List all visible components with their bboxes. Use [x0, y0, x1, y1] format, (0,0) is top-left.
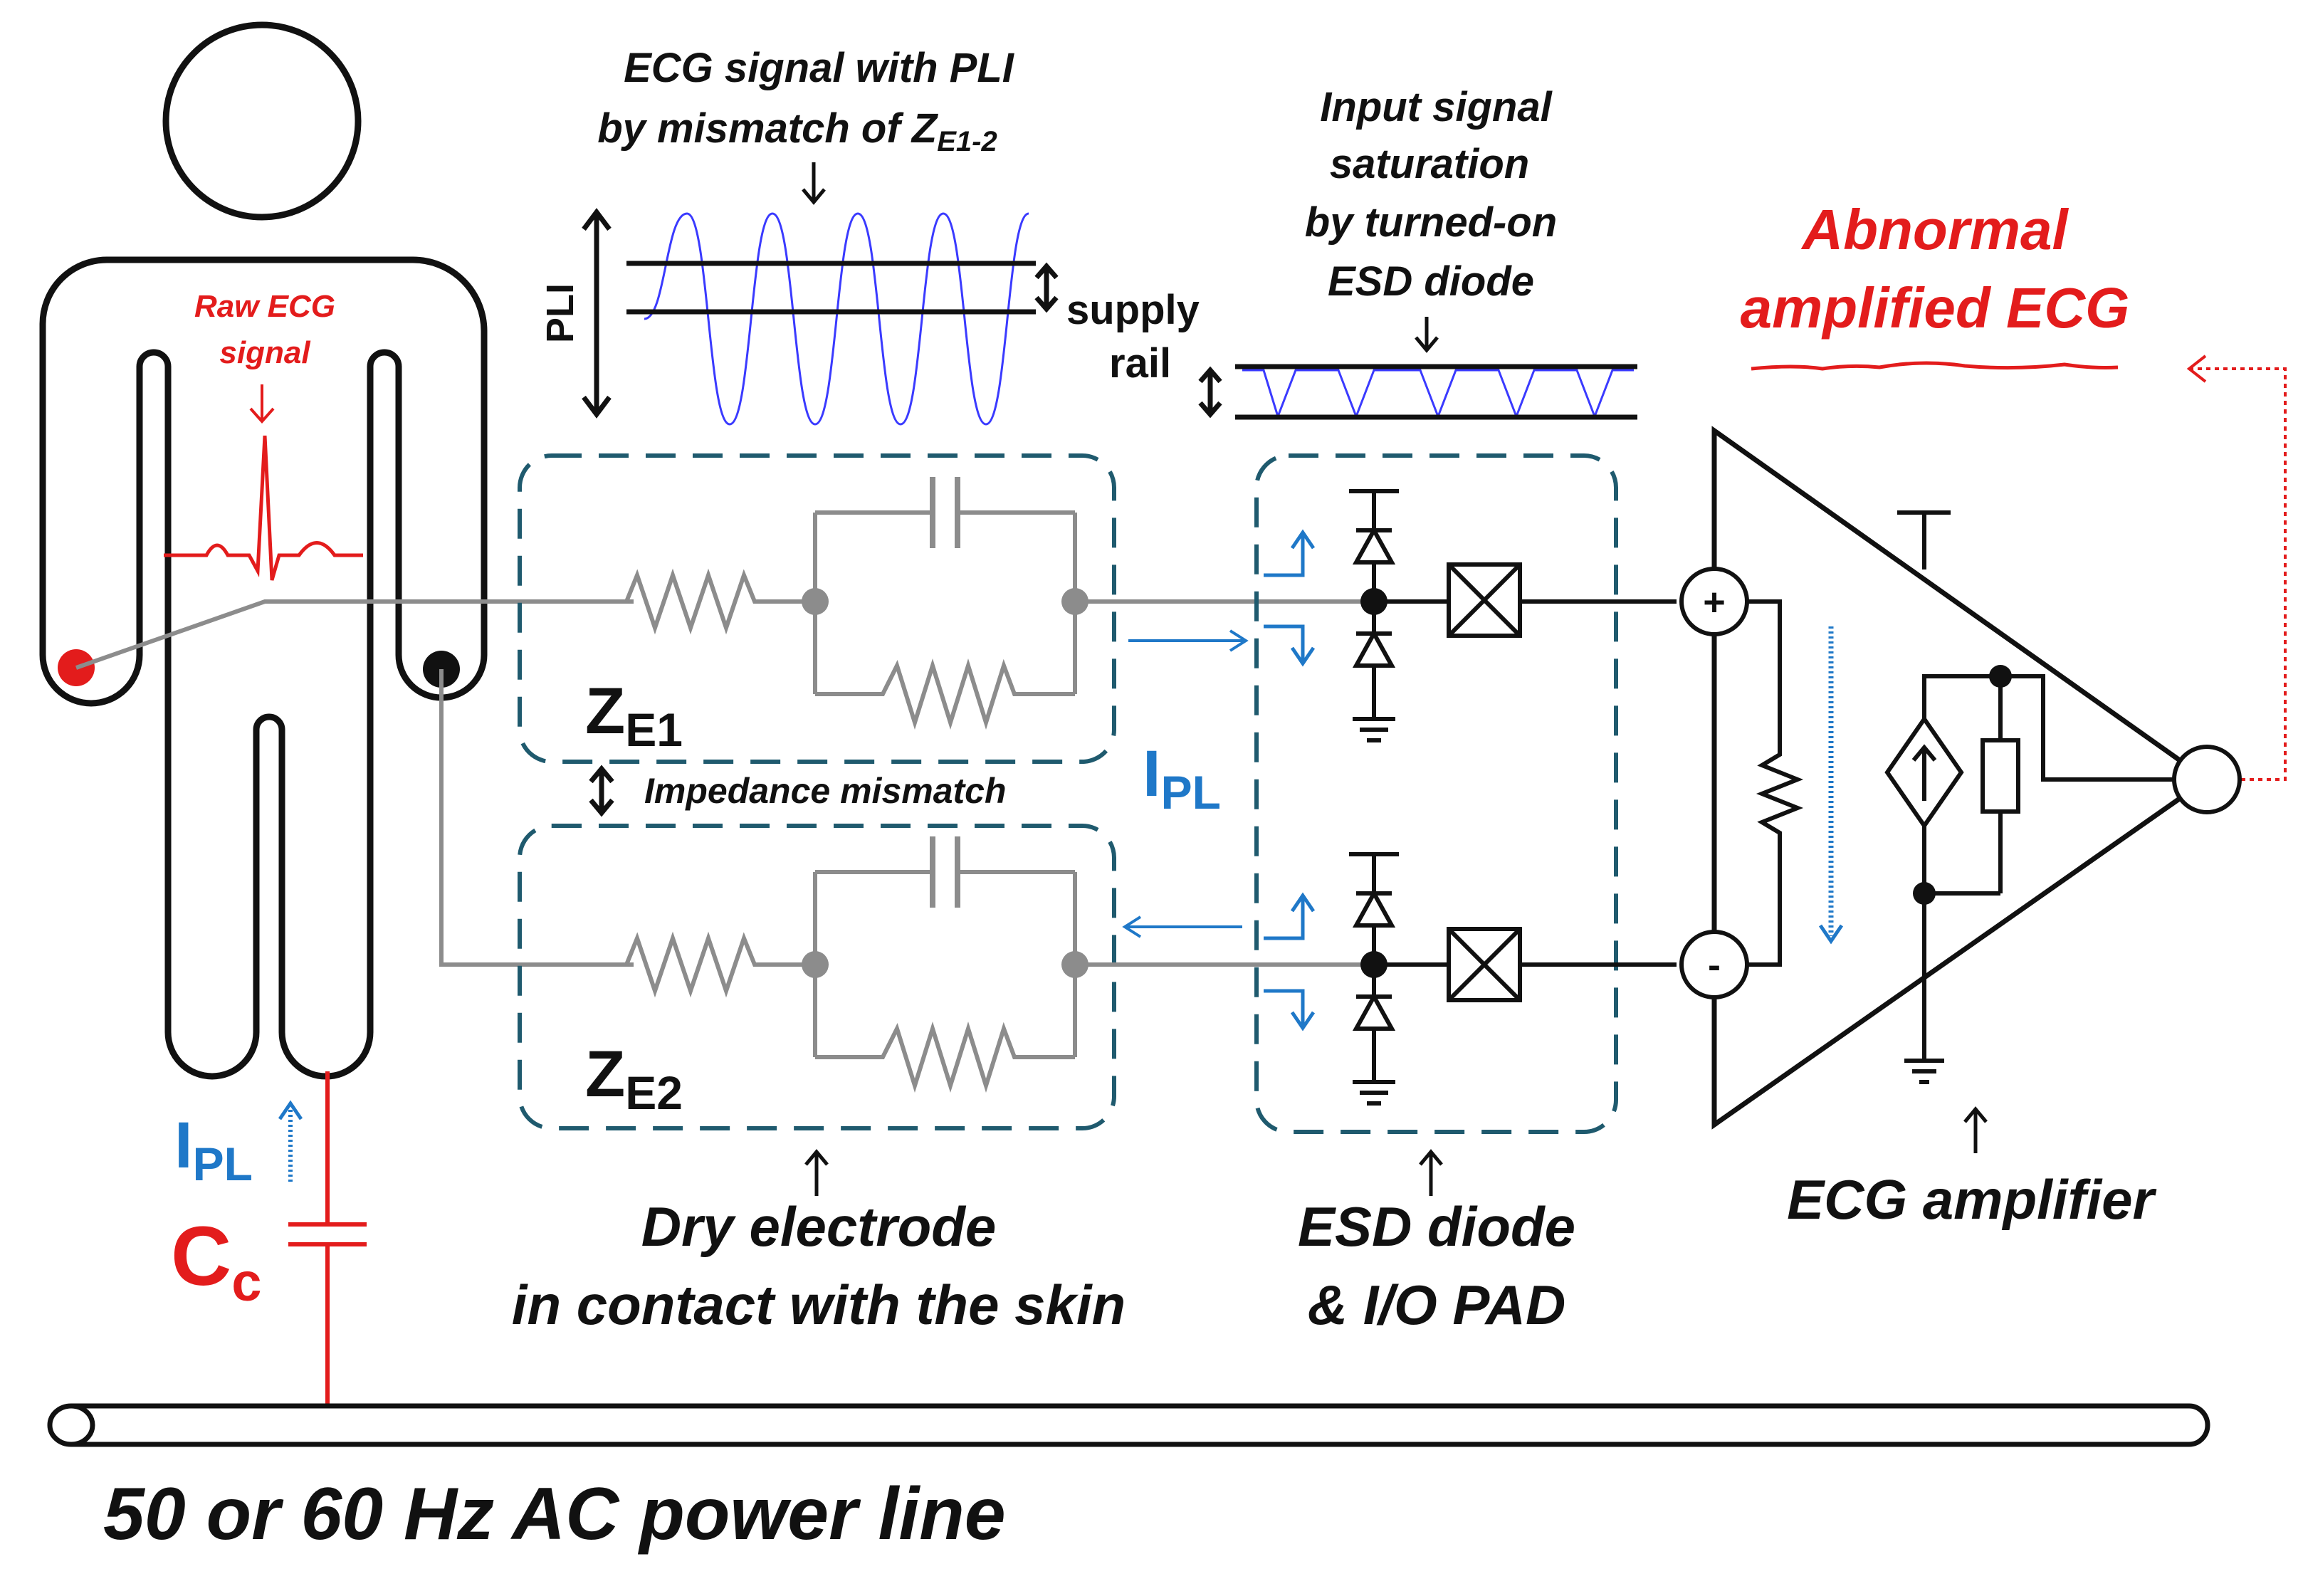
ze1-node-right — [1061, 588, 1088, 615]
esd-label-1: ESD diode — [1298, 1195, 1575, 1258]
ze1-box — [518, 453, 1116, 764]
esd-current-arrows — [1264, 529, 1316, 1031]
saturation-rails — [1235, 364, 1637, 420]
mismatch-label: Impedance mismatch — [644, 771, 1007, 811]
ze2-label: ZE2 — [585, 1038, 683, 1119]
amp-node-bottom — [1913, 882, 1936, 905]
ze2-circuit — [527, 836, 1363, 1093]
saturation-3: by turned-on — [1305, 199, 1557, 246]
raw-ecg-label-1: Raw ECG — [194, 289, 335, 324]
electrode-label-arrow — [804, 1149, 829, 1196]
raw-ecg-label-2: signal — [219, 335, 310, 370]
pli-title-arrow — [802, 162, 826, 205]
electrode-label-2: in contact with the skin — [512, 1274, 1126, 1336]
ipl-label-body: IPL — [174, 1109, 253, 1190]
pli-supply-lines — [626, 261, 1036, 315]
ipl-current-arrows — [1122, 629, 1249, 938]
raw-ecg-trace — [164, 435, 363, 581]
esd-lower-node — [1360, 951, 1387, 978]
esd-box — [1254, 453, 1618, 1134]
saturation-1: Input signal — [1320, 84, 1553, 130]
feedback-arrowhead — [2186, 355, 2207, 383]
rail-label: rail — [1109, 340, 1171, 387]
feedback-dotted-wire — [2189, 367, 2287, 781]
ze2-node-left — [802, 951, 829, 978]
ze2-box — [518, 824, 1116, 1130]
input-resistor — [1747, 599, 1804, 967]
esd-label-2: & I/O PAD — [1308, 1274, 1566, 1336]
pli-waveform — [644, 212, 1029, 426]
input-current-arrowhead — [1818, 924, 1844, 945]
body-outline — [39, 256, 488, 1080]
power-line-label: 50 or 60 Hz AC power line — [103, 1473, 1006, 1555]
amplifier-internal — [1884, 674, 2176, 1084]
amp-label-arrow — [1963, 1106, 1988, 1153]
ze1-circuit — [527, 477, 1363, 730]
saturation-gap-arrow — [1198, 366, 1222, 419]
raw-ecg-arrow — [249, 384, 275, 424]
amplifier-output-terminal — [2172, 745, 2242, 814]
plus-sign: + — [1703, 581, 1726, 624]
saturation-4: ESD diode — [1328, 258, 1534, 305]
supply-label: supply — [1066, 287, 1200, 333]
esd-upper-node — [1360, 588, 1387, 615]
ze2-node-right — [1061, 951, 1088, 978]
amp-node-top — [1989, 665, 2012, 688]
ipl-body-arrowhead — [278, 1100, 303, 1120]
coupling-capacitor — [288, 1071, 367, 1406]
saturation-2: saturation — [1330, 141, 1529, 187]
abnormal-label-2: amplified ECG — [1741, 276, 2130, 340]
head — [162, 21, 362, 221]
mismatch-arrow — [589, 765, 614, 817]
minus-sign: - — [1708, 944, 1721, 987]
saturation-arrow — [1415, 317, 1439, 353]
abnormal-ecg-trace — [1751, 361, 2119, 371]
esd-upper — [1349, 489, 1677, 742]
amp-label: ECG amplifier — [1787, 1168, 2156, 1231]
amplifier-supply-pin — [1897, 510, 1951, 569]
pli-title-2: by mismatch of ZE1-2 — [597, 105, 997, 157]
pli-title-1: ECG signal with PLI — [624, 45, 1015, 91]
power-line-cylinder — [47, 1403, 2210, 1447]
supply-gap-arrow — [1034, 262, 1059, 313]
ipl-label-center: IPL — [1143, 737, 1221, 819]
body-wires — [75, 599, 634, 967]
cc-label: Cc — [171, 1209, 262, 1313]
human-figure — [39, 21, 488, 1080]
amplifier-triangle — [1711, 426, 2212, 1130]
pli-axis-label: PLI — [539, 283, 582, 343]
esd-lower — [1349, 852, 1677, 1106]
electrode-label-1: Dry electrode — [641, 1195, 997, 1258]
abnormal-label-1: Abnormal — [1800, 198, 2069, 261]
ze1-node-left — [802, 588, 829, 615]
saturation-waveform — [1242, 369, 1634, 420]
pli-amplitude-arrow — [582, 208, 612, 419]
esd-label-arrow — [1419, 1149, 1443, 1196]
ze1-label: ZE1 — [585, 675, 683, 756]
